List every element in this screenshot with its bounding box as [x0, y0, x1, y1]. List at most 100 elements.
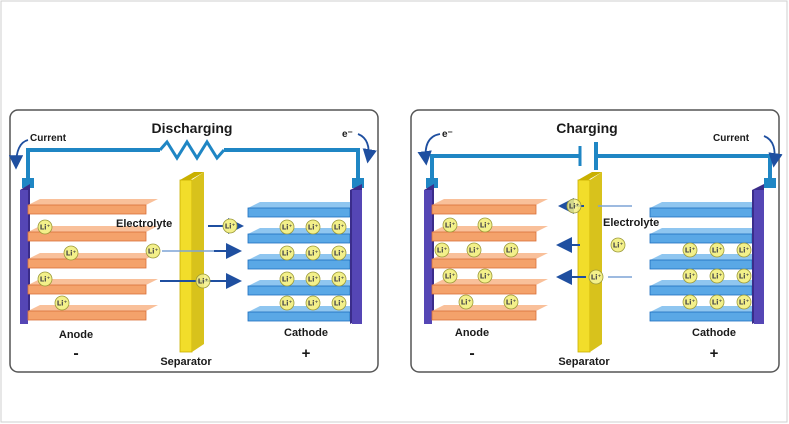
svg-text:Li⁺: Li⁺: [739, 273, 750, 281]
separator-top: [180, 172, 204, 180]
current-arrow-icon: [763, 135, 783, 168]
svg-text:Li⁺: Li⁺: [506, 247, 517, 255]
li-ion-icon: Li⁺: [736, 294, 752, 310]
svg-text:Li⁺: Li⁺: [480, 273, 491, 281]
svg-text:Li⁺: Li⁺: [712, 273, 723, 281]
li-ion-icon: Li⁺: [305, 219, 321, 235]
li-ion-icon: Li⁺: [305, 245, 321, 261]
svg-text:Li⁺: Li⁺: [282, 250, 293, 258]
svg-text:Li⁺: Li⁺: [739, 247, 750, 255]
svg-text:Li⁺: Li⁺: [334, 300, 345, 308]
svg-text:Li⁺: Li⁺: [308, 300, 319, 308]
li-ions: Li⁺ Li⁺ Li⁺ Li⁺ Li⁺ Li⁺ Li⁺ Li⁺ Li⁺ Li⁺ …: [434, 198, 752, 310]
li-ion-icon: Li⁺: [434, 242, 450, 258]
li-ion-icon: Li⁺: [331, 271, 347, 287]
svg-text:Li⁺: Li⁺: [469, 247, 480, 255]
svg-text:Li⁺: Li⁺: [282, 224, 293, 232]
li-ion-icon: Li⁺: [279, 245, 295, 261]
li-ion-icon: Li⁺: [331, 295, 347, 311]
svg-text:Li⁺: Li⁺: [613, 242, 624, 250]
svg-text:Li⁺: Li⁺: [40, 224, 51, 232]
li-ion-icon: Li⁺: [54, 295, 70, 311]
svg-text:Li⁺: Li⁺: [334, 276, 345, 284]
discharging-panel: Discharging Current e⁻: [8, 109, 379, 373]
li-ion-icon: Li⁺: [682, 268, 698, 284]
svg-text:Li⁺: Li⁺: [445, 222, 456, 230]
svg-text:Li⁺: Li⁺: [685, 273, 696, 281]
svg-text:Li⁺: Li⁺: [712, 299, 723, 307]
li-ion-icon: Li⁺: [458, 294, 474, 310]
li-ion-icon: Li⁺: [466, 242, 482, 258]
svg-text:Li⁺: Li⁺: [437, 247, 448, 255]
electron-arrow-icon: [357, 133, 377, 164]
li-ion-icon: Li⁺: [682, 242, 698, 258]
current-arrow-icon: [8, 139, 29, 170]
li-ion-icon: Li⁺: [195, 273, 211, 289]
svg-text:Li⁺: Li⁺: [334, 224, 345, 232]
svg-text:Li⁺: Li⁺: [308, 224, 319, 232]
charging-cathode-label: Cathode: [692, 327, 736, 339]
svg-text:Li⁺: Li⁺: [480, 222, 491, 230]
li-ion-icon: Li⁺: [63, 245, 79, 261]
svg-text:Li⁺: Li⁺: [66, 250, 77, 258]
li-ion-icon: Li⁺: [503, 242, 519, 258]
charging-panel: Charging e⁻ Current: [410, 109, 783, 373]
svg-text:Li⁺: Li⁺: [225, 223, 236, 231]
charging-electrolyte-label: Electrolyte: [603, 217, 659, 229]
discharging-circuit-wire: [22, 139, 364, 188]
li-ion-icon: Li⁺: [279, 295, 295, 311]
li-ion-icon: Li⁺: [682, 294, 698, 310]
li-ion-icon: Li⁺: [37, 271, 53, 287]
li-ion-icon: Li⁺: [503, 294, 519, 310]
svg-text:Li⁺: Li⁺: [308, 250, 319, 258]
li-ion-icon: Li⁺: [610, 237, 626, 253]
li-ion-icon: Li⁺: [222, 218, 238, 234]
separator-top: [578, 172, 602, 180]
li-ion-icon: Li⁺: [145, 243, 161, 259]
svg-text:Li⁺: Li⁺: [569, 203, 580, 211]
discharging-cathode-label: Cathode: [284, 327, 328, 339]
charging-anode-sign: -: [469, 345, 474, 362]
discharging-electron-label: e⁻: [342, 129, 353, 140]
svg-text:Li⁺: Li⁺: [40, 276, 51, 284]
svg-text:Li⁺: Li⁺: [739, 299, 750, 307]
li-ion-icon: Li⁺: [477, 217, 493, 233]
li-ion-icon: Li⁺: [442, 268, 458, 284]
li-ion-icon: Li⁺: [37, 219, 53, 235]
discharging-anode-label: Anode: [59, 329, 93, 341]
electron-arrow-icon: [417, 133, 441, 166]
li-ion-icon: Li⁺: [305, 295, 321, 311]
svg-text:Li⁺: Li⁺: [506, 299, 517, 307]
charging-anode-label: Anode: [455, 327, 489, 339]
li-ion-icon: Li⁺: [331, 219, 347, 235]
svg-text:Li⁺: Li⁺: [445, 273, 456, 281]
svg-text:Li⁺: Li⁺: [308, 276, 319, 284]
li-ion-icon: Li⁺: [279, 271, 295, 287]
power-source-icon: [578, 142, 598, 170]
charging-current-label: Current: [713, 133, 750, 144]
li-ion-icon: Li⁺: [331, 245, 347, 261]
discharging-separator-label: Separator: [160, 356, 212, 368]
charging-electron-label: e⁻: [442, 129, 453, 140]
li-ion-icon: Li⁺: [709, 242, 725, 258]
li-ion-icon: Li⁺: [279, 219, 295, 235]
li-ions: Li⁺ Li⁺ Li⁺ Li⁺ Li⁺ Li⁺ Li⁺ Li⁺ Li⁺ Li⁺ …: [37, 218, 347, 311]
charging-title: Charging: [556, 120, 617, 136]
li-ion-icon: Li⁺: [477, 268, 493, 284]
svg-text:Li⁺: Li⁺: [334, 250, 345, 258]
discharging-title: Discharging: [152, 120, 233, 136]
svg-text:Li⁺: Li⁺: [712, 247, 723, 255]
li-ion-icon: Li⁺: [588, 269, 604, 285]
svg-text:Li⁺: Li⁺: [461, 299, 472, 307]
charging-cathode-sign: +: [710, 345, 719, 362]
li-ion-icon: Li⁺: [442, 217, 458, 233]
svg-text:Li⁺: Li⁺: [591, 274, 602, 282]
li-ion-icon: Li⁺: [736, 242, 752, 258]
resistor-icon: [158, 139, 226, 161]
discharging-electrolyte-label: Electrolyte: [116, 218, 172, 230]
svg-text:Li⁺: Li⁺: [282, 300, 293, 308]
discharging-separator: [179, 179, 193, 353]
li-ion-icon: Li⁺: [709, 294, 725, 310]
